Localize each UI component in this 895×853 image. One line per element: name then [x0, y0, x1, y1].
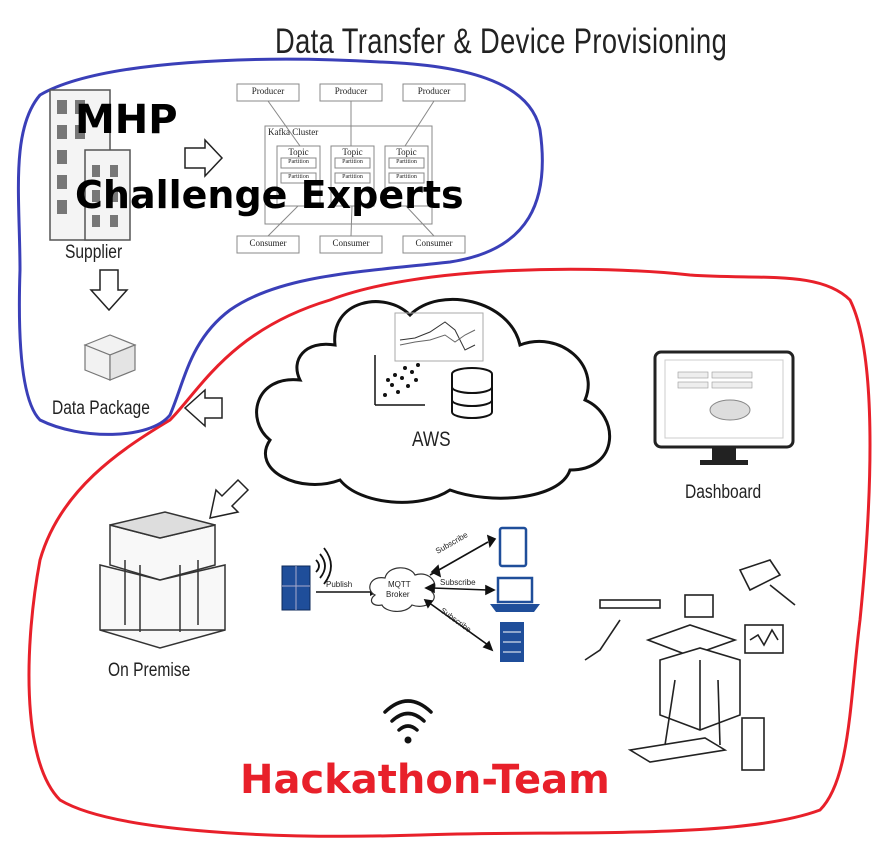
publish-label: Publish	[326, 580, 353, 589]
hackathon-team-label: Hackathon-Team	[240, 757, 610, 803]
line-chart-icon	[394, 312, 484, 362]
partition-label: Partition	[342, 159, 363, 165]
topic-label: Topic	[342, 147, 363, 157]
producer-label: Producer	[251, 86, 285, 96]
mqtt-broker-cloud-icon	[369, 567, 436, 612]
data-package-label: Data Package	[52, 398, 150, 419]
tablet-device-icon	[498, 526, 528, 568]
partition-label: Partition	[288, 159, 309, 165]
wireless-signal-icon	[315, 547, 332, 585]
partition-label: Partition	[288, 174, 309, 180]
consumer-label: Consumer	[415, 238, 453, 248]
topic-label: Topic	[396, 147, 417, 157]
server-device-icon	[500, 622, 524, 662]
partition-label: Partition	[342, 174, 363, 180]
arrow-left-icon	[183, 388, 223, 428]
consumer-label: Consumer	[332, 238, 370, 248]
producer-label: Producer	[334, 86, 368, 96]
arrow-right-icon	[184, 138, 224, 178]
aws-cloud-icon	[255, 298, 611, 504]
topic-label: Topic	[288, 147, 309, 157]
producer-label: Producer	[417, 86, 451, 96]
arrow-down-left-icon	[209, 478, 250, 519]
mhp-challenge-experts-outline	[16, 57, 544, 436]
laptop-device-icon	[490, 576, 540, 612]
mqtt-label: MQTT	[388, 580, 411, 589]
page-title: Data Transfer & Device Provisioning	[275, 22, 728, 61]
partition-label: Partition	[396, 174, 417, 180]
supplier-label: Supplier	[65, 242, 123, 263]
mhp-group-label: MHP	[75, 97, 178, 143]
fridge-device-icon	[281, 565, 311, 611]
iot-devices-sketch	[584, 559, 796, 771]
wifi-icon	[383, 699, 433, 744]
kafka-diagram	[236, 83, 466, 254]
aws-label: AWS	[412, 428, 451, 451]
database-icon	[451, 367, 493, 419]
subscribe-label: Subscribe	[440, 578, 476, 587]
arrow-down-icon	[89, 269, 129, 312]
on-premise-label: On Premise	[108, 660, 191, 681]
consumer-label: Consumer	[249, 238, 287, 248]
subscribe-arrows	[423, 534, 497, 652]
supplier-building-icon	[49, 89, 131, 241]
challenge-experts-label: Challenge Experts	[75, 173, 464, 217]
hackathon-team-outline	[27, 267, 872, 838]
scatter-plot-icon	[374, 355, 425, 406]
dashboard-monitor-icon	[653, 350, 795, 465]
dashboard-label: Dashboard	[685, 482, 762, 503]
kafka-cluster-label: Kafka Cluster	[268, 127, 319, 137]
data-package-box-icon	[83, 334, 137, 381]
partition-label: Partition	[396, 159, 417, 165]
on-premise-building-icon	[99, 511, 226, 649]
broker-label: Broker	[386, 590, 410, 599]
